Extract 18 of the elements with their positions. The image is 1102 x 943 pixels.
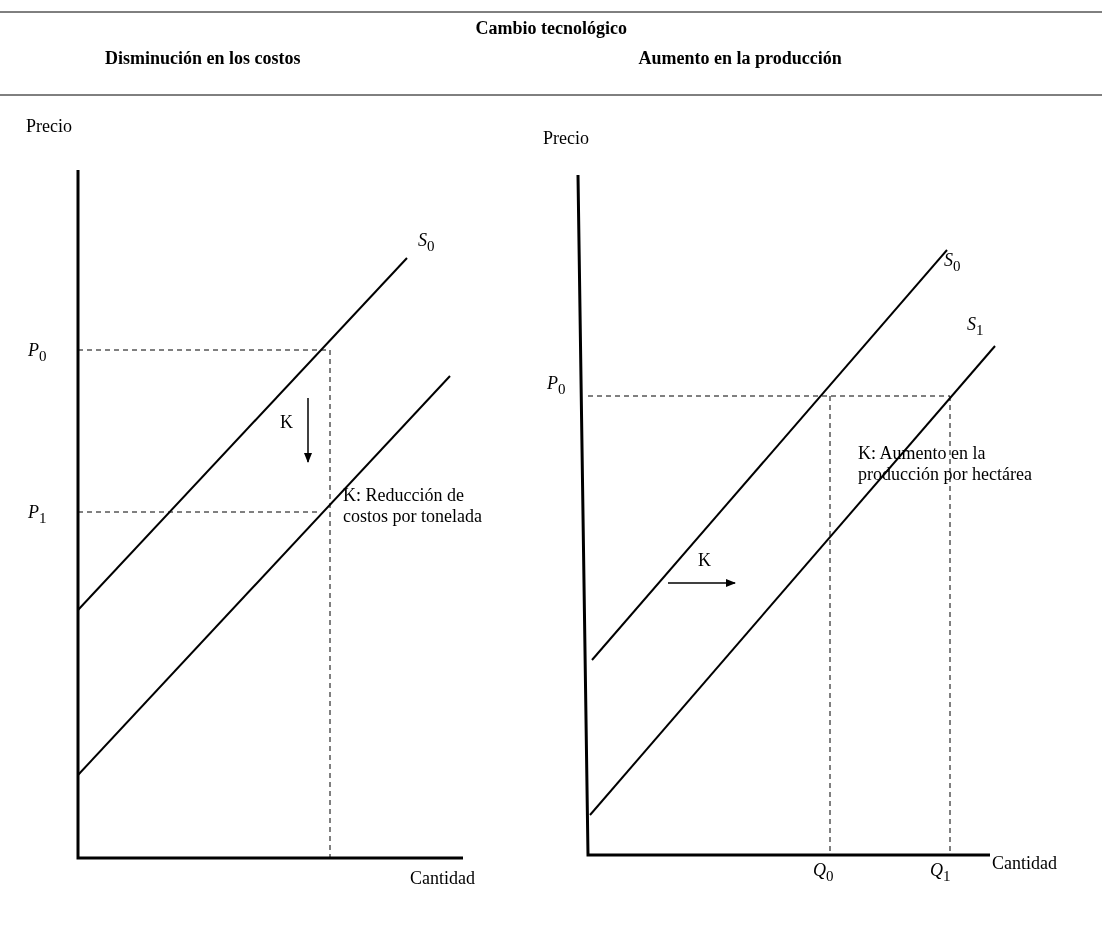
curve-label: S$_{0}$ [944,250,961,276]
axis-title: Precio [26,116,72,137]
chart-title: Cambio tecnológico [475,18,627,39]
annotation-text: K: Reducción de costos por tonelada [343,485,483,527]
panel-heading: Disminución en los costos [105,48,301,69]
axis-title: Cantidad [410,868,475,889]
arrow-label: K [698,550,711,571]
quantity-label: Q$_{0}$ [813,860,834,886]
arrow-label: K [280,412,293,433]
axis-title: Precio [543,128,589,149]
panel-heading: Aumento en la producción [638,48,842,69]
price-label: P$_{0}$ [28,340,47,366]
price-label: P$_{1}$ [28,502,47,528]
axis-title: Cantidad [992,853,1057,874]
curve-label: S$_{1}$ [967,314,984,340]
quantity-label: Q$_{1}$ [930,860,951,886]
price-label: P$_{0}$ [547,373,566,399]
curve-label: S$_{0}$ [418,230,435,256]
